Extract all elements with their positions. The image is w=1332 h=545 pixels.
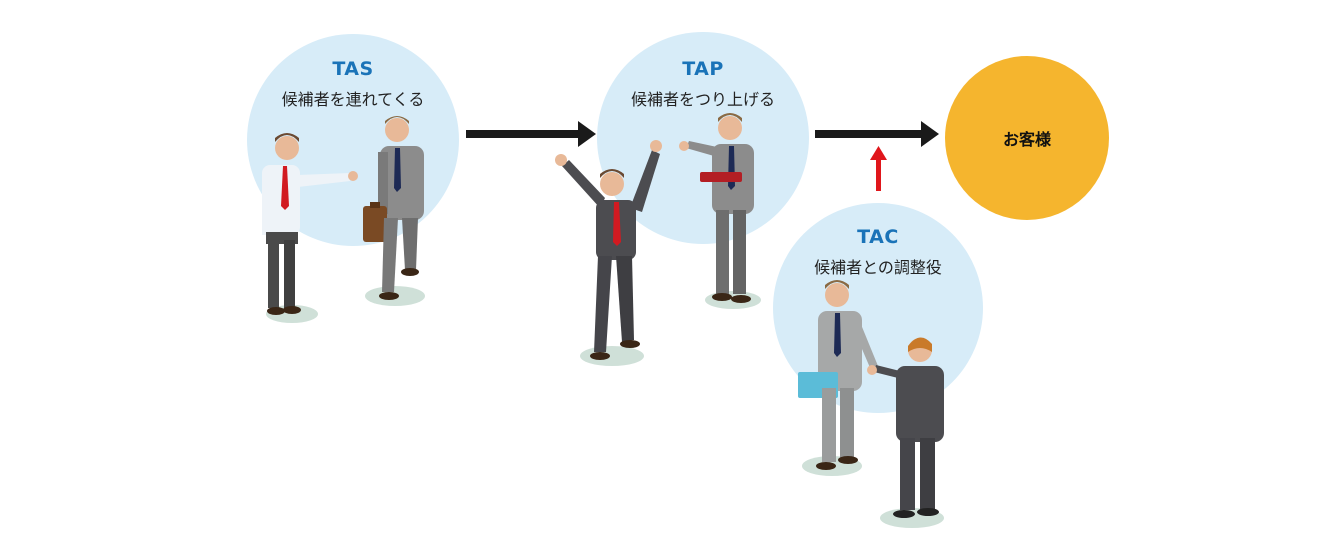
tap-title: TAP (682, 58, 724, 80)
arrow-tap-to-customer (815, 121, 939, 147)
tas-title: TAS (332, 58, 374, 80)
customer-circle: お客様 (945, 56, 1109, 220)
arrow-tas-to-tap (466, 121, 596, 147)
customer-label: お客様 (1002, 130, 1051, 149)
tas-subtitle: 候補者を連れてくる (281, 90, 425, 109)
arrow-tac-support (870, 146, 887, 191)
tas-walking-figure (363, 116, 424, 300)
tac-subtitle: 候補者との調整役 (814, 258, 942, 277)
tac-title: TAC (857, 226, 899, 248)
tac-handshake-figure (867, 337, 944, 518)
tap-notebook-figure (679, 113, 754, 303)
tas-presenter-figure (262, 133, 358, 315)
tap-subtitle: 候補者をつり上げる (630, 90, 775, 109)
tac-folder-figure (798, 280, 878, 470)
tap-cheering-figure (555, 140, 662, 360)
